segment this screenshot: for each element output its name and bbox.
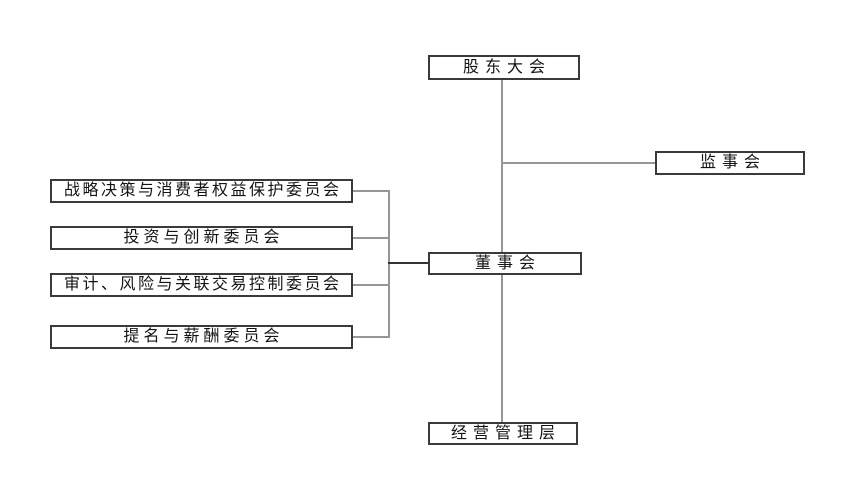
connector-stub-audit [353,284,389,286]
node-committee-nomination-remuneration: 提名与薪酬委员会 [50,325,353,349]
node-supervisory-board: 监事会 [655,151,805,175]
connector-stub-strategy [353,190,389,192]
node-shareholders-meeting: 股东大会 [428,55,580,80]
connector-shareholders-board [501,80,503,252]
node-committee-audit-risk-related-transactions: 审计、风险与关联交易控制委员会 [50,273,353,297]
node-committee-investment-innovation: 投资与创新委员会 [50,226,353,250]
connector-board-management [501,275,503,422]
node-board-of-directors: 董事会 [428,252,582,275]
node-management-layer: 经营管理层 [428,422,578,445]
connector-bus-board [388,262,428,264]
node-committee-strategy-consumer-protection: 战略决策与消费者权益保护委员会 [50,179,353,203]
connector-branch-supervisory [502,162,655,164]
connector-stub-investment [353,237,389,239]
connector-committees-bus [388,190,390,338]
connector-stub-nomination [353,336,389,338]
